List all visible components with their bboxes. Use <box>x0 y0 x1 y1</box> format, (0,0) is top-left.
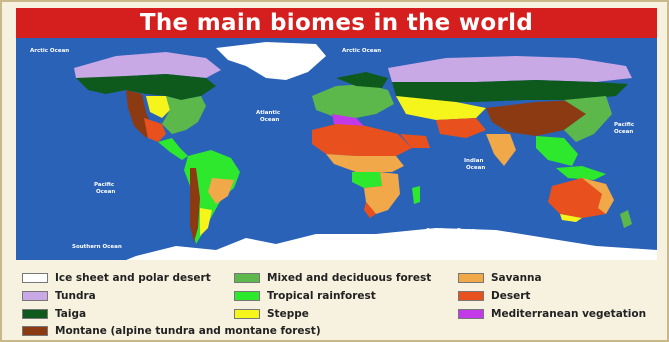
legend-label: Mixed and deciduous forest <box>267 272 432 284</box>
north-america-steppe <box>146 96 170 118</box>
legend-item-tropical-rainforest: Tropical rainforest <box>234 290 376 302</box>
australia-steppe <box>560 214 582 222</box>
ocean-label-southern-right: Southern Ocean <box>426 228 476 234</box>
ocean-label-atlantic-1: Atlantic <box>256 110 280 116</box>
south-america-savanna <box>208 178 234 204</box>
arabia-desert <box>400 134 430 148</box>
north-america-desert <box>144 118 166 142</box>
legend-label: Montane (alpine tundra and montane fores… <box>55 325 321 337</box>
asia-desert <box>436 118 486 138</box>
southeast-asia-rainforest <box>536 136 578 166</box>
andes-montane <box>190 168 200 242</box>
legend-swatch-mediterranean <box>458 309 484 319</box>
legend-label: Steppe <box>267 308 309 320</box>
legend-swatch-tundra <box>22 291 48 301</box>
asia-taiga <box>392 80 628 102</box>
legend-swatch-savanna <box>458 273 484 283</box>
south-africa-savanna <box>364 172 400 214</box>
sahel-savanna <box>326 154 404 172</box>
ocean-label-indian-2: Ocean <box>466 165 485 171</box>
north-america-taiga <box>76 74 216 100</box>
india-savanna <box>486 134 516 166</box>
asia-steppe <box>396 96 486 120</box>
legend-item-savanna: Savanna <box>458 272 542 284</box>
legend-label: Ice sheet and polar desert <box>55 272 211 284</box>
legend-item-taiga: Taiga <box>22 308 86 320</box>
scandinavia-taiga <box>336 72 388 88</box>
legend-swatch-desert <box>458 291 484 301</box>
north-america-montane <box>126 90 152 138</box>
asia-tundra <box>388 56 632 84</box>
ocean-label-pacific-left-1: Pacific <box>94 182 114 188</box>
congo-rainforest <box>352 172 382 188</box>
antarctica-region <box>126 228 657 260</box>
legend: Ice sheet and polar desert Tundra Taiga … <box>16 266 657 340</box>
ocean-label-pacific-left-2: Ocean <box>96 189 115 195</box>
legend-swatch-ice-sheet <box>22 273 48 283</box>
legend-swatch-mixed-forest <box>234 273 260 283</box>
ocean-label-atlantic-2: Ocean <box>260 117 279 123</box>
europe-mixed-forest <box>312 84 394 118</box>
legend-swatch-montane <box>22 326 48 336</box>
australia-savanna <box>582 178 614 214</box>
sahara-desert <box>312 124 412 156</box>
legend-item-ice-sheet: Ice sheet and polar desert <box>22 272 211 284</box>
kalahari-desert <box>364 202 376 218</box>
north-america-tundra <box>74 52 221 80</box>
legend-item-montane: Montane (alpine tundra and montane fores… <box>22 325 321 337</box>
ocean-label-indian-1: Indian <box>464 158 483 164</box>
legend-label: Desert <box>491 290 531 302</box>
title-bar: The main biomes in the world <box>16 8 657 38</box>
greenland-region <box>216 42 326 80</box>
central-america-rainforest <box>158 138 188 160</box>
legend-label: Savanna <box>491 272 542 284</box>
page-title: The main biomes in the world <box>139 10 534 36</box>
legend-item-tundra: Tundra <box>22 290 96 302</box>
world-biome-map: Arctic Ocean Arctic Ocean Atlantic Ocean… <box>16 38 657 260</box>
indonesia-rainforest <box>556 166 606 180</box>
south-america-steppe <box>200 208 212 236</box>
legend-swatch-taiga <box>22 309 48 319</box>
legend-label: Tropical rainforest <box>267 290 376 302</box>
ocean-label-arctic-right: Arctic Ocean <box>342 48 381 54</box>
legend-item-mediterranean: Mediterranean vegetation <box>458 308 646 320</box>
legend-label: Mediterranean vegetation <box>491 308 647 320</box>
legend-swatch-steppe <box>234 309 260 319</box>
ocean-label-pacific-right-1: Pacific <box>614 122 634 128</box>
madagascar-rainforest <box>412 186 420 204</box>
legend-item-mixed-forest: Mixed and deciduous forest <box>234 272 431 284</box>
legend-swatch-tropical-rainforest <box>234 291 260 301</box>
ocean-label-pacific-right-2: Ocean <box>614 129 633 135</box>
ocean-label-arctic-left: Arctic Ocean <box>30 48 69 54</box>
legend-label: Taiga <box>55 308 87 320</box>
legend-label: Tundra <box>55 290 96 302</box>
legend-item-desert: Desert <box>458 290 530 302</box>
tibet-montane <box>486 100 586 136</box>
north-america-mixed-forest <box>162 96 206 134</box>
map-svg: Arctic Ocean Arctic Ocean Atlantic Ocean… <box>16 38 657 260</box>
new-zealand-forest <box>620 210 632 228</box>
ocean-label-southern-left: Southern Ocean <box>72 244 122 250</box>
east-asia-mixed-forest <box>564 96 612 142</box>
legend-item-steppe: Steppe <box>234 308 309 320</box>
